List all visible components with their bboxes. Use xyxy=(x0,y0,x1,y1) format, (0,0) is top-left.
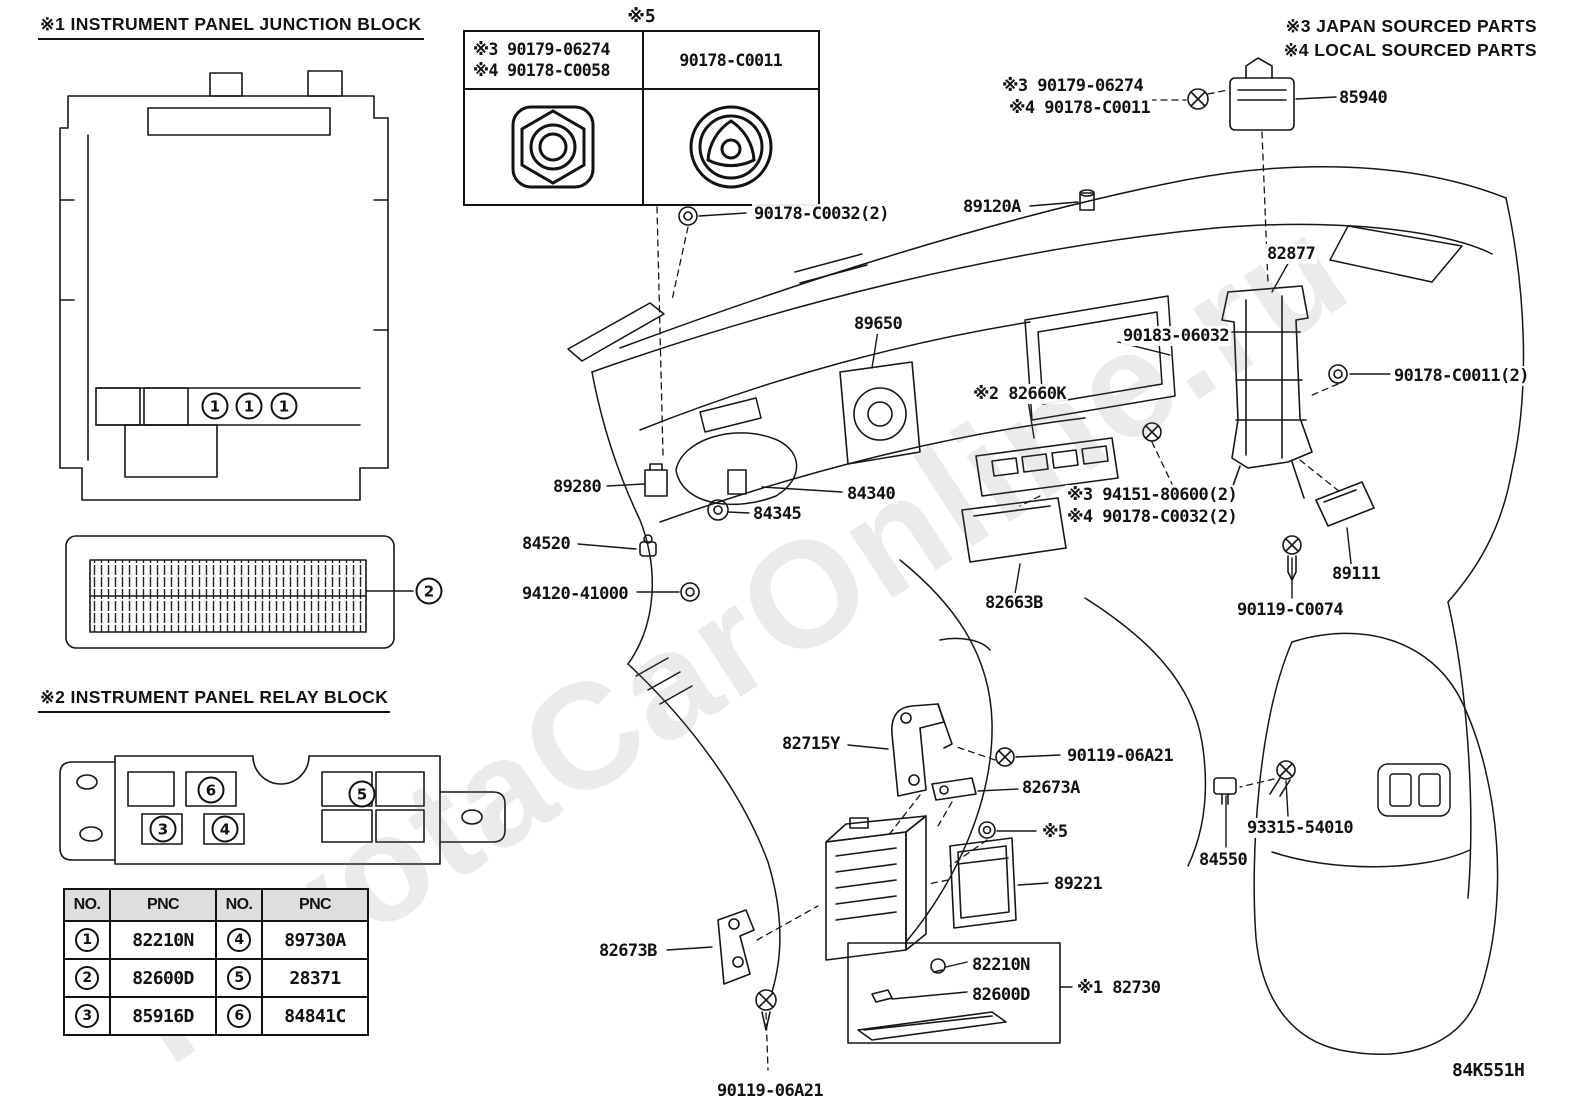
part-number-label: 82673A xyxy=(1020,778,1082,798)
part-number-label: ※3 90179-06274 xyxy=(1000,76,1146,96)
circled-number: 1 xyxy=(75,928,99,952)
junction-block-drawing xyxy=(59,70,389,501)
part-number-label: 93315-54010 xyxy=(1245,818,1355,838)
part-number-label: ※2 82660K xyxy=(971,384,1069,404)
japan-sourced-note: ※3 JAPAN SOURCED PARTS xyxy=(1285,16,1537,36)
part-number-label: 82673B xyxy=(597,941,659,961)
pnc-table-row: 1 82210N 4 89730A xyxy=(63,920,369,960)
pnc-table-header-row: NO. PNC NO. PNC xyxy=(63,888,369,922)
hex-nut-icon xyxy=(511,105,595,189)
part-number-label: 84520 xyxy=(520,534,573,554)
circled-number-marker: 1 xyxy=(235,392,263,420)
hardware-inset-box: ※5 ※3 90179-06274 ※4 90178-C0058 90178 xyxy=(463,6,820,206)
part-number-label: 85940 xyxy=(1337,88,1390,108)
leader-lines xyxy=(577,96,1391,1000)
pnc-value: 82600D xyxy=(109,958,217,998)
circled-number-marker: 6 xyxy=(197,776,225,804)
part-number-label: 82210N xyxy=(970,955,1032,975)
relay-block-drawing xyxy=(59,755,506,865)
pnc-table-row: 2 82600D 5 28371 xyxy=(63,958,369,998)
part-number-label: 90178-C0032(2) xyxy=(752,204,891,224)
inset-caption: ※5 xyxy=(627,6,656,27)
part-number-label: 84345 xyxy=(751,504,804,524)
pnc-value: 84841C xyxy=(261,996,369,1036)
circled-number: 4 xyxy=(227,928,251,952)
push-nut-icon xyxy=(689,105,773,189)
part-number-label: 89111 xyxy=(1330,564,1383,584)
circled-number-marker: 1 xyxy=(270,392,298,420)
part-number-label: ※4 90178-C0032(2) xyxy=(1065,507,1240,527)
part-number-label: ※4 90178-C0011 xyxy=(1007,98,1153,118)
part-number-label: 82715Y xyxy=(780,734,842,754)
pnc-value: 28371 xyxy=(261,958,369,998)
pnc-table: NO. PNC NO. PNC 1 82210N 4 89730A 2 8260… xyxy=(63,888,369,1036)
circled-number-marker: 4 xyxy=(211,815,239,843)
part-number-label: 89221 xyxy=(1052,874,1105,894)
inset-cell-left: ※3 90179-06274 ※4 90178-C0058 xyxy=(465,32,642,204)
junction-block-title: ※1 INSTRUMENT PANEL JUNCTION BLOCK xyxy=(38,14,424,40)
circled-number-marker: 5 xyxy=(348,780,376,808)
part-number-label: 84550 xyxy=(1197,850,1250,870)
part-number-label: 89120A xyxy=(961,197,1023,217)
part-number-label: 89650 xyxy=(852,314,905,334)
part-number-label: 84340 xyxy=(845,484,898,504)
circled-number: 2 xyxy=(75,966,99,990)
part-number-label: ※1 82730 xyxy=(1075,978,1163,998)
part-number-label: 90183-06032 xyxy=(1121,326,1231,346)
circled-number-marker: 1 xyxy=(201,392,229,420)
inset-right-line1: 90178-C0011 xyxy=(679,50,783,70)
part-number-label: 90119-C0074 xyxy=(1235,600,1345,620)
part-number-label: 90178-C0011(2) xyxy=(1392,366,1531,386)
circled-number-marker: 2 xyxy=(415,577,443,605)
circled-number: 3 xyxy=(75,1004,99,1028)
col-no-right: NO. xyxy=(215,888,263,922)
circled-number-marker: 3 xyxy=(149,815,177,843)
part-number-label: 82663B xyxy=(983,593,1045,613)
part-number-label: ※3 94151-80600(2) xyxy=(1065,485,1240,505)
drawing-code: 84K551H xyxy=(1452,1060,1525,1081)
part-number-label: 89280 xyxy=(551,477,604,497)
inset-left-line2: ※4 90178-C0058 xyxy=(473,61,610,80)
pnc-value: 89730A xyxy=(261,920,369,960)
pnc-value: 85916D xyxy=(109,996,217,1036)
part-number-label: 94120-41000 xyxy=(520,584,630,604)
part-number-label: ※5 xyxy=(1040,822,1070,842)
local-sourced-note: ※4 LOCAL SOURCED PARTS xyxy=(1283,40,1537,60)
part-number-label: 82877 xyxy=(1265,244,1318,264)
circled-number: 6 xyxy=(227,1004,251,1028)
part-number-label: 90119-06A21 xyxy=(1065,746,1175,766)
relay-block-title: ※2 INSTRUMENT PANEL RELAY BLOCK xyxy=(38,687,391,713)
part-number-label: 82600D xyxy=(970,985,1032,1005)
col-pnc-left: PNC xyxy=(109,888,217,922)
part-number-label: 90119-06A21 xyxy=(715,1081,825,1099)
col-no-left: NO. xyxy=(63,888,111,922)
inset-left-line1: ※3 90179-06274 xyxy=(473,40,610,59)
fuse-block-drawing xyxy=(65,535,414,649)
pnc-table-row: 3 85916D 6 84841C xyxy=(63,996,369,1036)
dashboard-art xyxy=(567,165,1525,1055)
part-drawings xyxy=(639,57,1375,1044)
col-pnc-right: PNC xyxy=(261,888,369,922)
inset-cell-right: 90178-C0011 xyxy=(641,32,818,204)
pnc-value: 82210N xyxy=(109,920,217,960)
circled-number: 5 xyxy=(227,966,251,990)
